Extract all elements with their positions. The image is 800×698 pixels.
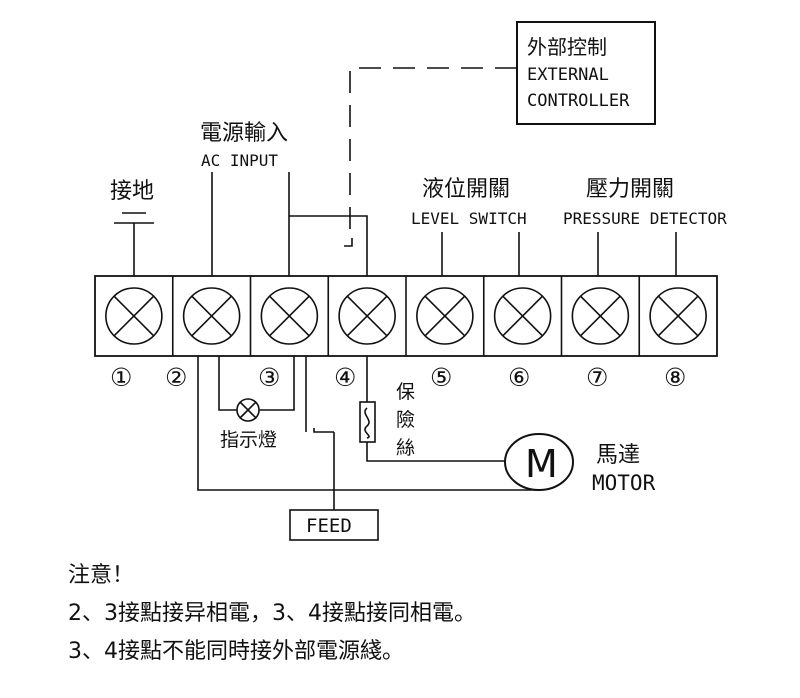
external-controller-cn: 外部控制 (527, 35, 607, 59)
external-controller-en2: CONTROLLER (527, 91, 630, 111)
terminal-4 (327, 276, 396, 356)
feed-switch-icon (313, 428, 335, 510)
control-dashed-line (349, 67, 517, 238)
pressure-detector-en: PRESSURE DETECTOR (563, 209, 727, 228)
feed-label: FEED (306, 515, 352, 537)
indicator-lamp-wire-2 (259, 356, 295, 411)
level-switch-en: LEVEL SWITCH (411, 209, 527, 228)
motor-icon: M (504, 433, 574, 491)
fuse-label-3: 絲 (396, 437, 415, 459)
fuse-icon (359, 401, 376, 443)
terminal-number-1: ① (110, 363, 132, 392)
terminal-block (94, 275, 718, 357)
motor-feed-wire (366, 442, 508, 462)
indicator-lamp-wire (218, 356, 237, 411)
motor-label-en: MOTOR (592, 471, 656, 495)
terminal-number-4: ④ (334, 363, 356, 392)
terminal-number-7: ⑦ (586, 363, 608, 392)
motor-symbol: M (525, 442, 558, 486)
terminal-1 (105, 287, 163, 345)
terminal-number-6: ⑥ (508, 363, 530, 392)
indicator-lamp-label: 指示燈 (220, 429, 277, 451)
terminal-number-3: ③ (258, 363, 280, 392)
note-heading: 注意！ (68, 563, 134, 588)
pressure-detector-cn: 壓力開關 (586, 177, 674, 202)
external-controller: 外部控制 EXTERNAL CONTROLLER (516, 21, 656, 125)
level-switch-cn: 液位開關 (422, 177, 510, 202)
terminal-8 (638, 276, 707, 356)
external-controller-en1: EXTERNAL (527, 65, 609, 85)
fuse-label-1: 保 (396, 381, 415, 403)
terminal-number-5: ⑤ (430, 363, 452, 392)
controller-contact-icon (344, 238, 353, 247)
note-line-2: 3、4接點不能同時接外部電源綫。 (68, 639, 404, 664)
fuse-label-2: 險 (396, 409, 415, 431)
note-line-1: 2、3接點接异相電，3、4接點接同相電。 (68, 601, 476, 626)
terminal-2 (171, 276, 241, 356)
switch-contact-wire (289, 215, 368, 276)
terminal-numbers: ① ② ③ ④ ⑤ ⑥ ⑦ ⑧ (110, 363, 686, 392)
terminal-5 (405, 276, 474, 356)
terminal-number-2: ② (165, 363, 187, 392)
feed-box[interactable] (289, 509, 379, 541)
ac-input-cn: 電源輸入 (200, 121, 288, 146)
terminal-6 (482, 276, 552, 356)
ground-label: 接地 (110, 179, 154, 204)
indicator-lamp-icon (236, 398, 260, 422)
terminal-3 (249, 276, 319, 356)
motor-return-wire (197, 356, 539, 491)
ground-icon (114, 212, 154, 276)
motor-label-cn: 馬達 (596, 443, 640, 468)
terminal-7 (560, 276, 630, 356)
terminal-number-8: ⑧ (664, 363, 686, 392)
ac-input-en: AC INPUT (201, 151, 278, 170)
